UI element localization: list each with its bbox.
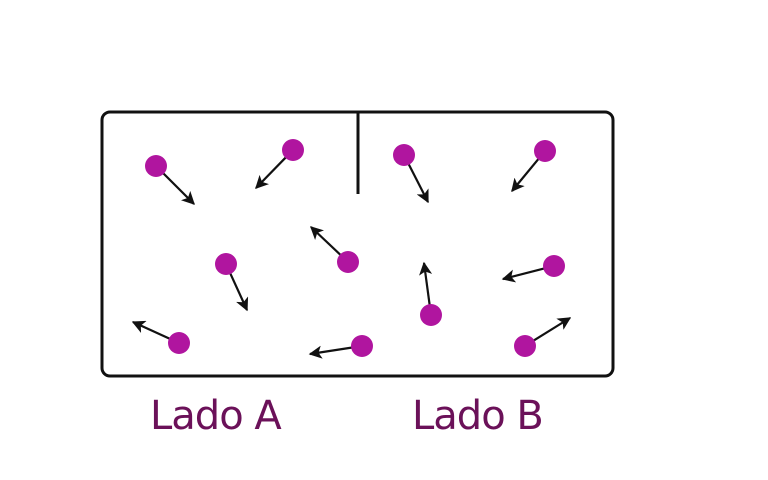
side-a-label: Lado A bbox=[150, 393, 282, 439]
particle-9 bbox=[168, 332, 190, 354]
particle-8 bbox=[420, 304, 442, 326]
particle-2 bbox=[282, 139, 304, 161]
particle-4 bbox=[534, 140, 556, 162]
particle-6 bbox=[337, 251, 359, 273]
particles-group bbox=[131, 139, 572, 359]
velocity-arrow-5 bbox=[228, 271, 249, 312]
velocity-arrow-8 bbox=[419, 261, 433, 307]
velocity-arrow-2 bbox=[255, 155, 288, 189]
particle-5 bbox=[215, 253, 237, 275]
particle-3 bbox=[393, 144, 415, 166]
particle-10 bbox=[351, 335, 373, 357]
velocity-arrow-4 bbox=[511, 157, 541, 193]
velocity-arrow-11 bbox=[532, 317, 572, 343]
side-b-label: Lado B bbox=[412, 393, 544, 439]
velocity-arrow-9 bbox=[131, 320, 172, 341]
velocity-arrow-1 bbox=[161, 171, 195, 205]
particle-1 bbox=[145, 155, 167, 177]
particle-11 bbox=[514, 335, 536, 357]
velocity-arrow-3 bbox=[407, 162, 429, 204]
particle-7 bbox=[543, 255, 565, 277]
velocity-arrow-7 bbox=[501, 267, 546, 283]
velocity-arrow-10 bbox=[308, 345, 354, 359]
velocity-arrow-6 bbox=[310, 226, 343, 257]
